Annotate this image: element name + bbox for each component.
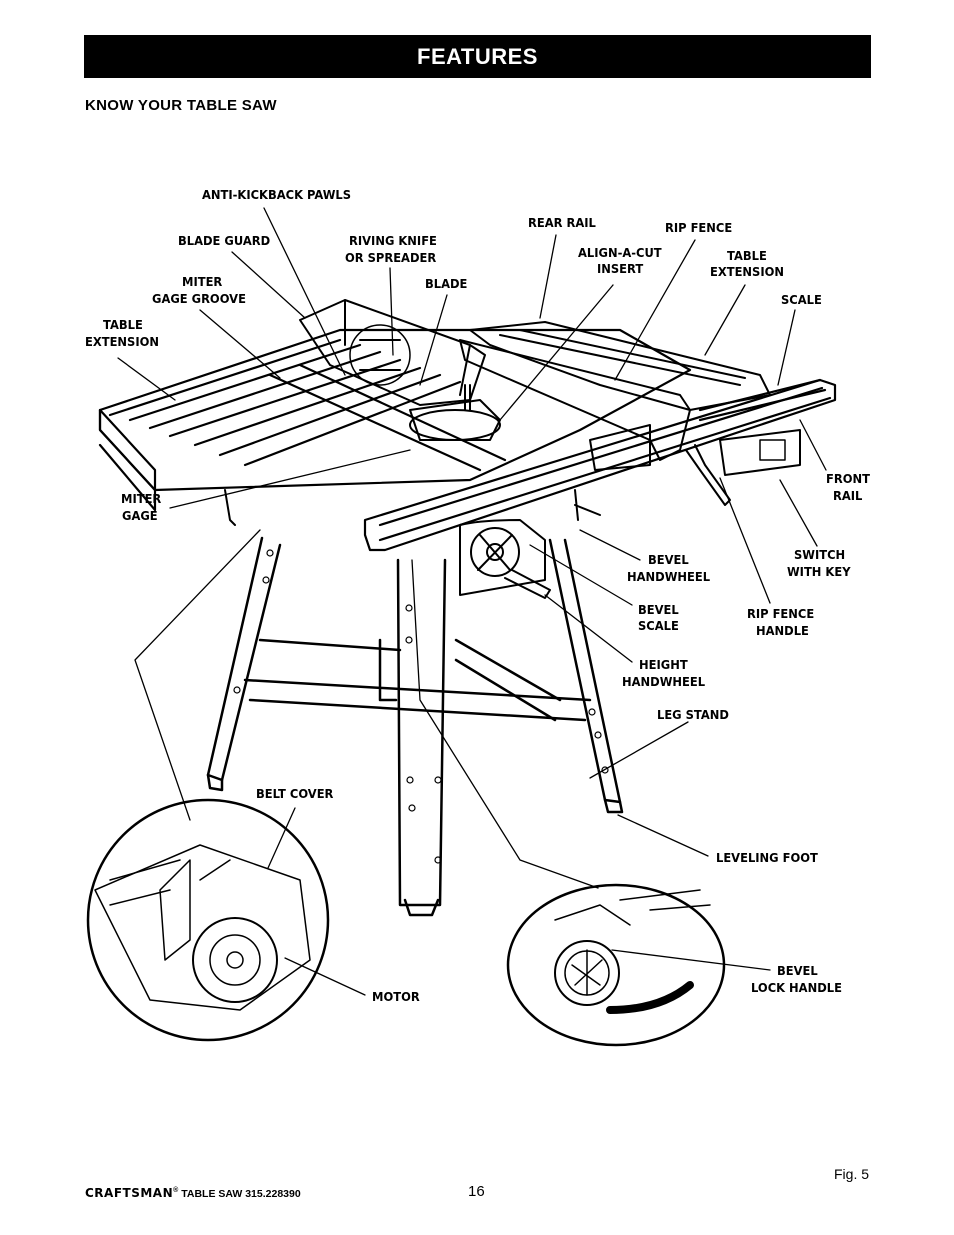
label-table-extension-right-2: EXTENSION: [710, 264, 785, 279]
label-rear-rail: REAR RAIL: [528, 215, 596, 230]
label-table-extension-right-1: TABLE: [727, 248, 767, 263]
craftsman-logo: CRAFTSMAN: [85, 1186, 174, 1200]
label-switch: SWITCH: [794, 547, 846, 562]
label-anti-kickback-pawls: ANTI-KICKBACK PAWLS: [202, 187, 352, 202]
label-blade-guard: BLADE GUARD: [178, 233, 271, 248]
label-height-handwheel-1: HEIGHT: [639, 657, 688, 672]
page-number: 16: [468, 1183, 485, 1200]
label-riving-knife: RIVING KNIFE: [349, 233, 437, 248]
footer-model: TABLE SAW 315.228390: [178, 1188, 301, 1200]
label-leg-stand: LEG STAND: [657, 707, 729, 722]
bevel-lock-detail-drawing: [506, 883, 726, 1047]
label-motor: MOTOR: [372, 989, 420, 1004]
blade-guard-drawing: [299, 299, 486, 406]
label-rip-fence-handle-2: HANDLE: [756, 623, 809, 638]
figure-caption: Fig. 5: [834, 1166, 870, 1182]
footer-brand: CRAFTSMAN® TABLE SAW 315.228390: [85, 1186, 301, 1200]
label-belt-cover: BELT COVER: [256, 786, 334, 801]
leader-lines: [117, 207, 827, 996]
label-bevel-handwheel-1: BEVEL: [648, 552, 689, 567]
label-or-spreader: OR SPREADER: [345, 250, 437, 265]
label-front-rail-2: RAIL: [833, 488, 863, 503]
label-height-handwheel-2: HANDWHEEL: [622, 674, 706, 689]
label-bevel-scale-1: BEVEL: [638, 602, 679, 617]
label-miter-gage-2: GAGE: [122, 508, 158, 523]
motor-detail-drawing: [86, 798, 330, 1042]
label-bevel-handwheel-2: HANDWHEEL: [627, 569, 711, 584]
label-leveling-foot: LEVELING FOOT: [716, 850, 818, 865]
leg-stand-drawing: [206, 536, 624, 917]
table-top-drawing: [98, 328, 692, 512]
label-rip-fence-handle-1: RIP FENCE: [747, 606, 815, 621]
label-with-key: WITH KEY: [787, 564, 851, 579]
label-table-extension-left-2: EXTENSION: [85, 334, 160, 349]
label-bevel-scale-2: SCALE: [638, 618, 679, 633]
label-insert: INSERT: [597, 261, 644, 276]
label-bevel-lock-handle-1: BEVEL: [777, 963, 818, 978]
rip-fence-drawing: [459, 339, 731, 506]
handwheels-drawing: [470, 504, 601, 599]
label-rip-fence: RIP FENCE: [665, 220, 733, 235]
label-miter-gage-1: MITER: [121, 491, 162, 506]
label-scale: SCALE: [781, 292, 822, 307]
label-miter-gage-groove-1: MITER: [182, 274, 223, 289]
label-align-a-cut: ALIGN-A-CUT: [578, 245, 662, 260]
section-subheading: KNOW YOUR TABLE SAW: [85, 97, 277, 114]
miter-gage-drawing: [409, 384, 501, 441]
label-miter-gage-groove-2: GAGE GROOVE: [152, 291, 246, 306]
section-banner: FEATURES: [84, 35, 871, 78]
label-table-extension-left-1: TABLE: [103, 317, 143, 332]
label-bevel-lock-handle-2: LOCK HANDLE: [751, 980, 842, 995]
label-front-rail-1: FRONT: [826, 471, 870, 486]
label-blade: BLADE: [425, 276, 468, 291]
right-extension-drawing: [469, 321, 771, 411]
